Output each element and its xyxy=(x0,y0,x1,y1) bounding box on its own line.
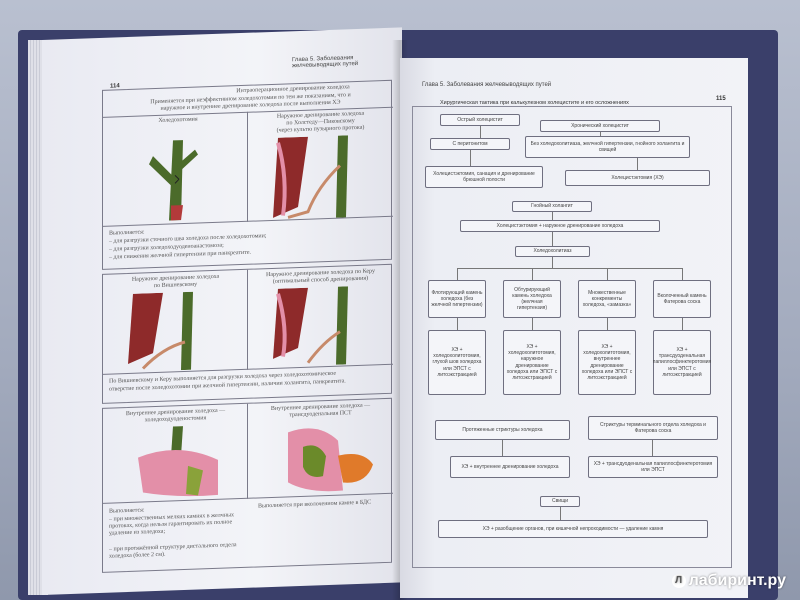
box-acute: Острый холецистит xyxy=(440,114,520,126)
pst-illustration xyxy=(288,428,373,492)
connector xyxy=(552,232,553,246)
box-internal-drainage: ХЭ + внутреннее дренирование холедоха xyxy=(450,456,570,478)
box-floating-stone: Флотирующий камень холедоха (без желчной… xyxy=(428,280,486,318)
left-running-head: Глава 5. Заболевания желчевыводящих путе… xyxy=(292,55,359,70)
connector xyxy=(682,268,683,280)
connector xyxy=(502,440,503,456)
top-diagram-block: Интраоперационное дренирование холедоха … xyxy=(102,79,393,270)
connector xyxy=(457,318,458,330)
connector xyxy=(457,268,682,269)
bottom-right-caption: Выполняется при вколоченном камне в БДС xyxy=(258,499,372,510)
connector xyxy=(552,212,553,220)
box-chronic: Хронический холецистит xyxy=(540,120,660,132)
connector xyxy=(637,158,638,170)
left-page: 114 Глава 5. Заболевания желчевыводящих … xyxy=(42,27,402,595)
box-choledocholithiasis: Холедохолитиаз xyxy=(515,246,590,257)
box-option-4: ХЭ + трансдуоденальная папиллосфинктерот… xyxy=(653,330,711,395)
connector xyxy=(480,126,481,138)
halsted-illustration xyxy=(273,135,348,219)
box-cholecystectomy: Холецистэктомия (ХЭ) xyxy=(565,170,710,186)
connector xyxy=(532,318,533,330)
box-peritonitis: С перитонитом xyxy=(430,138,510,150)
vishnevsky-illustration xyxy=(128,291,193,371)
connector xyxy=(652,440,653,456)
box-cholecystectomy-sanation: Холецистэктомия, санация и дренирование … xyxy=(425,166,543,188)
connector xyxy=(607,268,608,280)
vishnevsky-cell: Наружное дренирование холедоха по Вишнев… xyxy=(103,269,248,375)
flowchart-frame xyxy=(412,106,732,568)
choledochoduodenostomy-cell: Внутреннее дренирование холедоха — холед… xyxy=(103,403,248,504)
box-extended-strictures: Протяженные стриктуры холедоха xyxy=(435,420,570,440)
box-impacted-stone: Вколоченный камень Фатерова соска xyxy=(653,280,711,318)
right-page-number: 115 xyxy=(716,96,726,102)
transduodenal-pst-cell: Внутреннее дренирование холедоха — транс… xyxy=(248,398,393,499)
box-fistula-treatment: ХЭ + разобщение органов, при кишечной не… xyxy=(438,520,708,538)
box-fistulas: Свищи xyxy=(540,496,580,507)
kehr-illustration xyxy=(273,286,348,365)
box-option-2: ХЭ + холедохолитотомия, наружное дрениро… xyxy=(503,330,561,395)
connector xyxy=(457,268,458,280)
connector xyxy=(600,132,601,136)
box-no-complications: Без холедохолитиаза, желчной гипертензии… xyxy=(525,136,690,158)
flowchart-title: Хирургическая тактика при калькулезном х… xyxy=(440,100,629,106)
right-running-head: Глава 5. Заболевания желчевыводящих путе… xyxy=(422,82,552,88)
box-obturating-stone: Обтурирующий камень холедоха (желчная ги… xyxy=(503,280,561,318)
connector xyxy=(560,507,561,520)
cholecystotomy-illustration xyxy=(149,140,198,221)
connector xyxy=(682,318,683,330)
box-purulent-cholangitis: Гнойный холангит xyxy=(512,201,592,212)
middle-diagram-block: Наружное дренирование холедоха по Вишнев… xyxy=(102,263,393,404)
watermark-text: лабиринт.ру xyxy=(688,572,786,589)
box-transduodenal-pst: ХЭ + трансдуоденальная папиллосфинктерот… xyxy=(588,456,718,478)
connector xyxy=(470,150,471,166)
bottom-note-2: – при протяжённой структуре дистального … xyxy=(109,542,237,560)
labirint-watermark: Л лабиринт.ру xyxy=(671,572,786,590)
kehr-cell: Наружное дренирование холедоха по Керу (… xyxy=(248,264,393,370)
box-ce-external-drainage: Холецистэктомия + наружное дренирование … xyxy=(460,220,660,232)
bottom-diagram-block: Внутреннее дренирование холедоха — холед… xyxy=(102,397,393,573)
connector xyxy=(532,268,533,280)
box-option-1: ХЭ + холедохолитотомия, глухой шов холед… xyxy=(428,330,486,395)
box-option-3: ХЭ + холедохолитотомия, внутреннее дрени… xyxy=(578,330,636,395)
right-page: Глава 5. Заболевания желчевыводящих путе… xyxy=(400,58,748,598)
bottom-note-1: – при множественных мелких камнях в желч… xyxy=(109,512,235,538)
external-drainage-halsted-cell: Наружное дренирование холедоха по Холсте… xyxy=(248,106,393,222)
box-multiple-stones: Множественные конкременты холедоха, «зам… xyxy=(578,280,636,318)
cholecystotomy-cell: Холедохотомия xyxy=(103,111,248,227)
box-terminal-strictures: Стриктуры терминального отдела холедоха … xyxy=(588,416,718,440)
connector xyxy=(607,318,608,330)
labirint-logo-icon: Л xyxy=(671,574,686,588)
cholecystotomy-title: Холедохотомия xyxy=(158,116,198,124)
connector xyxy=(552,257,553,268)
cdd-illustration xyxy=(138,426,218,497)
